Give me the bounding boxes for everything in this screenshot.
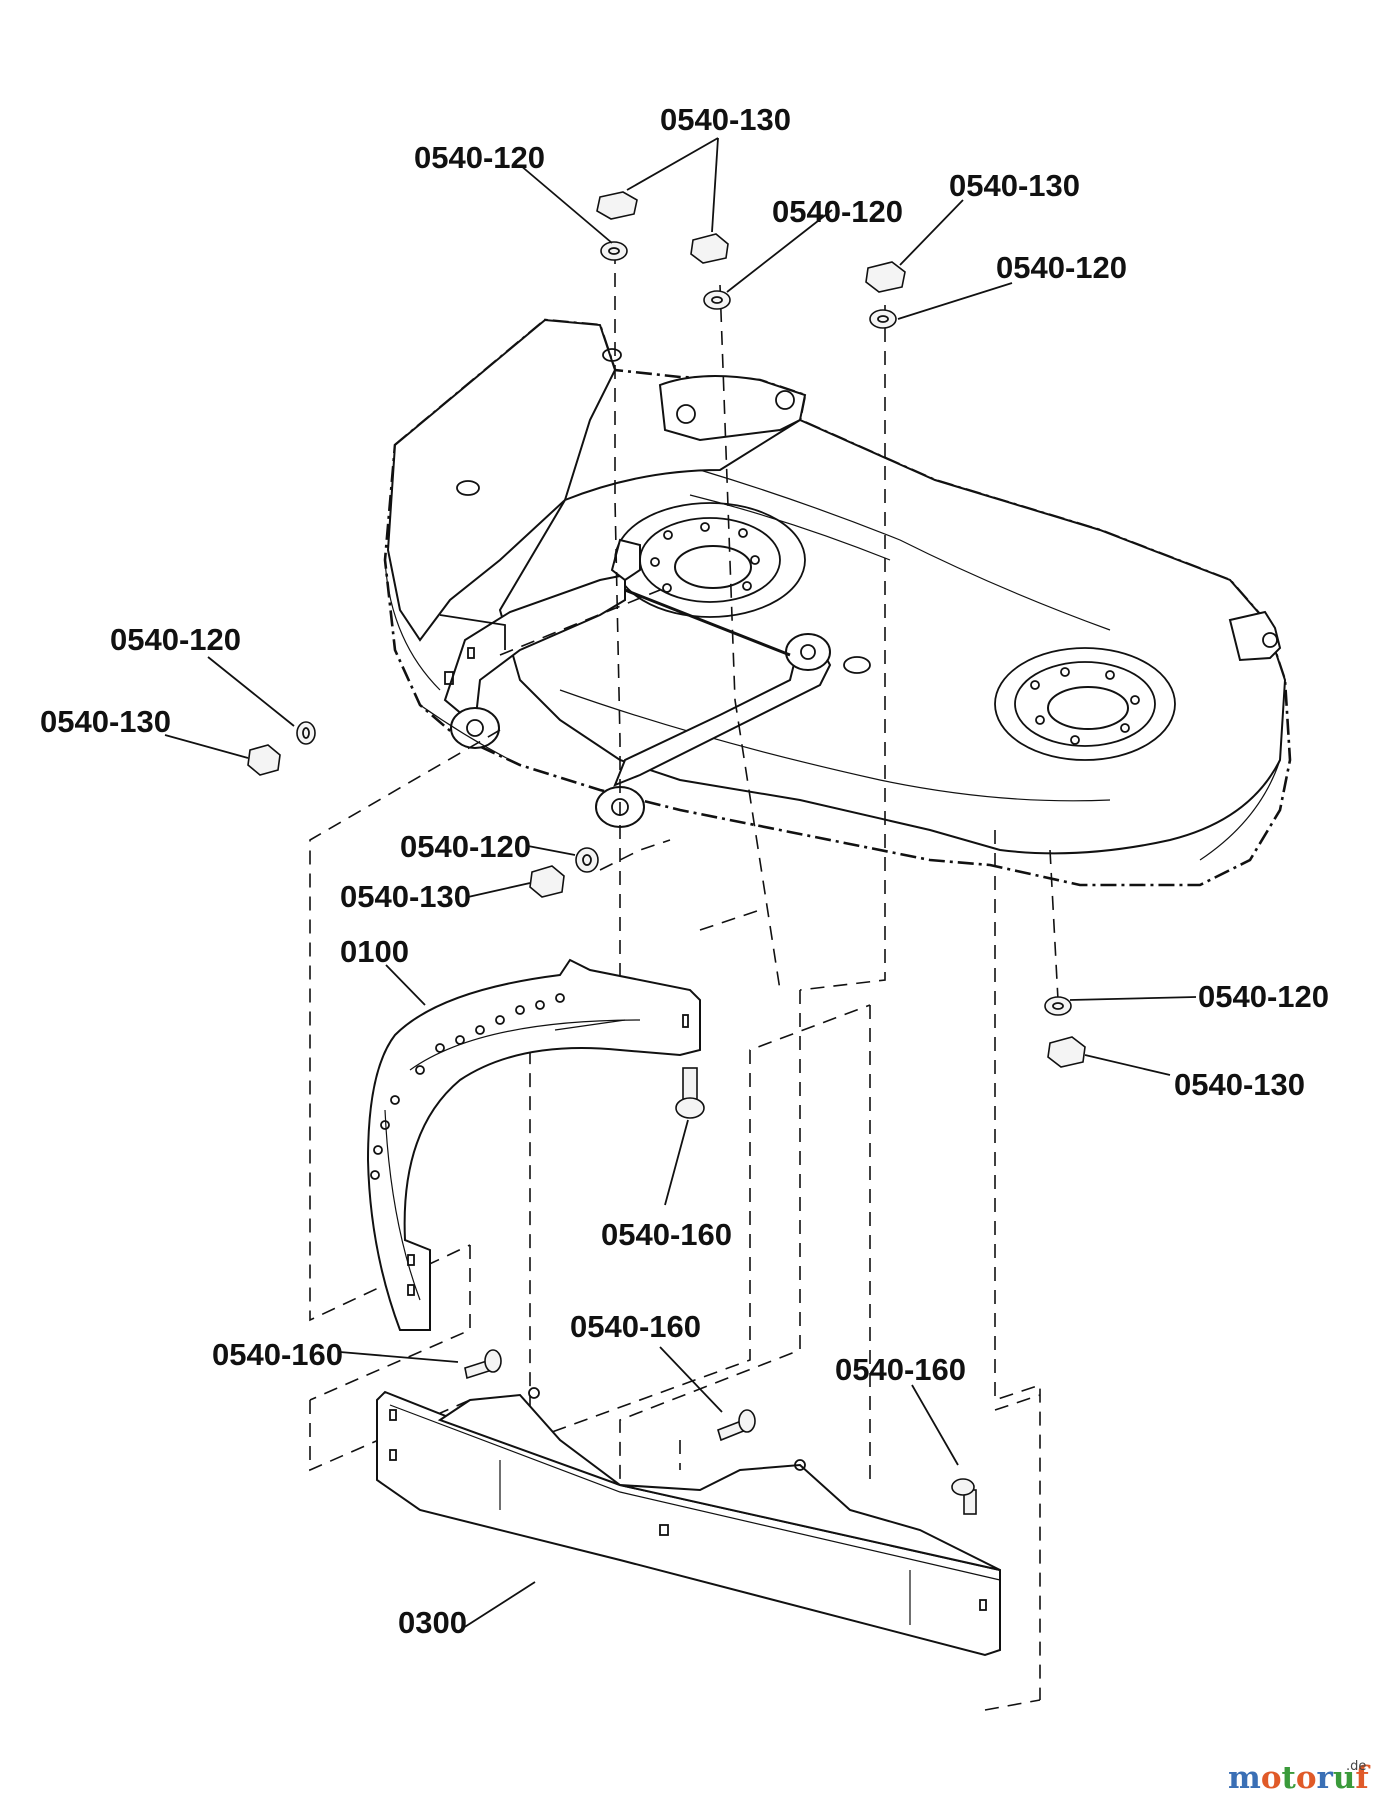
- callout-nut-top-center: 0540-130: [660, 102, 791, 137]
- callout-washer-top-right: 0540-120: [996, 250, 1127, 285]
- washer-icon: [869, 309, 897, 329]
- callout-bolt-center: 0540-160: [570, 1309, 701, 1344]
- washer-icon: [703, 290, 731, 310]
- hex-nut-icon: [1047, 1036, 1086, 1068]
- callout-nut-top-right: 0540-130: [949, 168, 1080, 203]
- callout-bolt-deflector: 0540-160: [601, 1217, 732, 1252]
- callout-bolt-left: 0540-160: [212, 1337, 343, 1372]
- callout-washer-right: 0540-120: [1198, 979, 1329, 1014]
- callout-labels: 0540-130 0540-120 0540-120 0540-130 0540…: [40, 102, 1329, 1640]
- deflector-0100: [366, 958, 701, 1331]
- callout-washer-top-center: 0540-120: [772, 194, 903, 229]
- hex-nut-icon: [247, 744, 281, 776]
- washer-icon: [296, 721, 316, 745]
- callout-part-0100: 0100: [340, 934, 409, 969]
- hardware: [247, 191, 1086, 1515]
- hex-nut-icon: [690, 233, 729, 264]
- carriage-bolt-icon: [675, 1067, 705, 1119]
- washer-icon: [1044, 996, 1072, 1016]
- washer-icon: [600, 241, 628, 261]
- callout-washer-top-left: 0540-120: [414, 140, 545, 175]
- callout-bolt-right: 0540-160: [835, 1352, 966, 1387]
- callout-nut-right: 0540-130: [1174, 1067, 1305, 1102]
- callout-part-0300: 0300: [398, 1605, 467, 1640]
- hex-nut-icon: [529, 865, 565, 898]
- leader-lines: [164, 137, 1197, 1631]
- baffle-0300: [376, 1387, 1001, 1657]
- callout-nut-front: 0540-130: [340, 879, 471, 914]
- carriage-bolt-icon: [951, 1478, 977, 1515]
- mower-deck-housing: [383, 318, 1292, 887]
- hex-nut-icon: [596, 191, 638, 220]
- spindle-hole-front: [614, 502, 806, 618]
- spindle-hole-right: [994, 647, 1176, 761]
- carriage-bolt-icon: [464, 1349, 502, 1380]
- watermark-logo: motoruf .de: [1228, 1759, 1370, 1796]
- callout-nut-left: 0540-130: [40, 704, 171, 739]
- washer-icon: [575, 847, 599, 873]
- hex-nut-icon: [865, 261, 906, 293]
- watermark-suffix: .de: [1346, 1759, 1366, 1774]
- callout-washer-left: 0540-120: [110, 622, 241, 657]
- callout-washer-front: 0540-120: [400, 829, 531, 864]
- carriage-bolt-icon: [717, 1409, 756, 1442]
- svg-text:motoruf: motoruf: [1228, 1760, 1370, 1796]
